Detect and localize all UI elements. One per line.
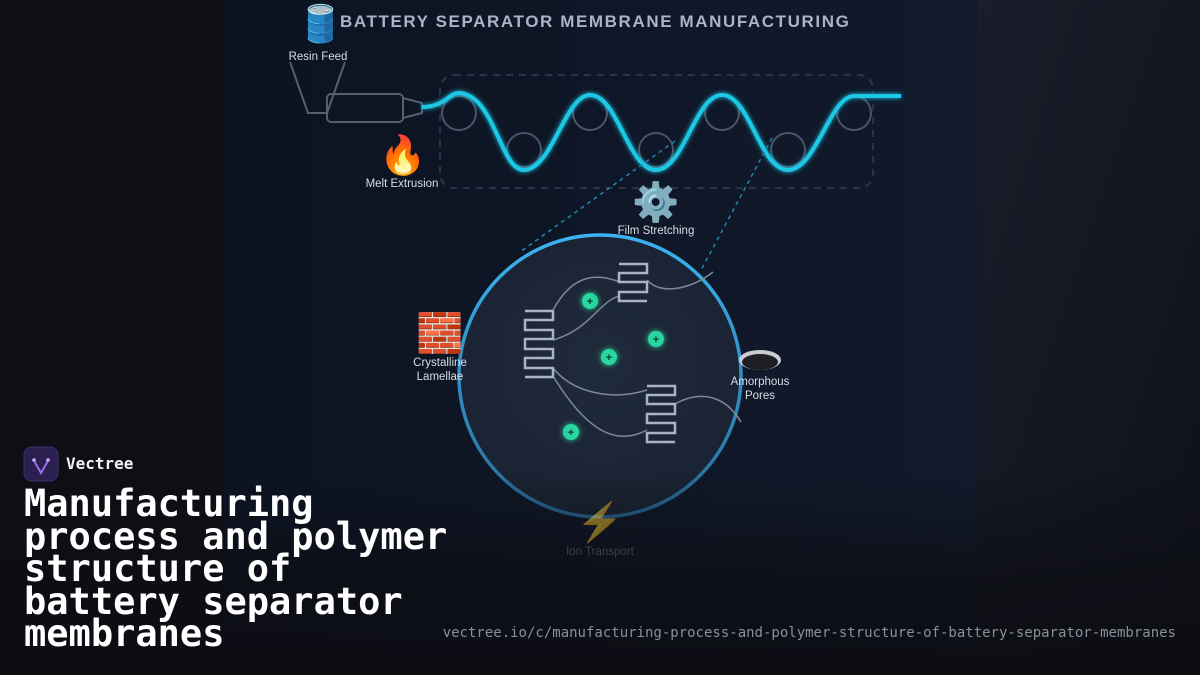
source-url[interactable]: vectree.io/c/manufacturing-process-and-p… (442, 625, 1176, 641)
tie-chain (552, 295, 621, 341)
lamella (617, 262, 649, 303)
ion-symbol: + (587, 296, 593, 308)
tie-chain (552, 367, 648, 396)
ion-symbol: + (653, 334, 659, 346)
zoom-line (699, 137, 773, 273)
lightning-icon: ⚡ (576, 502, 624, 544)
hole-icon (739, 350, 781, 370)
extruder-barrel (326, 93, 404, 123)
ion-symbol: + (606, 352, 612, 364)
resin-feed-label: Resin Feed (288, 51, 348, 63)
headline: Manufacturing process and polymer struct… (24, 482, 448, 655)
tie-chain (646, 271, 714, 290)
ion-transport-label: Ion Transport (566, 546, 634, 558)
fire-icon: 🔥 (379, 135, 427, 177)
stretching-frame (439, 74, 874, 189)
diagram-title: BATTERY SEPARATOR MEMBRANE MANUFACTURING (340, 12, 851, 31)
film-web (421, 91, 901, 173)
amorphous-pores-label: Amorphous Pores (730, 376, 790, 402)
hopper (289, 61, 346, 114)
gear-icon: ⚙️ (632, 182, 680, 224)
roller (441, 95, 477, 131)
lithium-ion: + (563, 424, 579, 440)
crystalline-lamellae-label: Crystalline Lamellae (413, 357, 467, 383)
vectree-logo-icon (23, 446, 59, 482)
lamella (523, 309, 555, 379)
tie-chain (552, 276, 621, 311)
ions: + + + + (563, 293, 664, 440)
bottom-fade (0, 470, 1200, 675)
lithium-ion: + (648, 331, 664, 347)
roller (638, 132, 674, 168)
roller (506, 132, 542, 168)
film-stretching-label: Film Stretching (617, 225, 695, 237)
brick-icon: 🧱 (416, 313, 464, 355)
tie-chain (674, 395, 742, 423)
melt-extrusion-label: Melt Extrusion (365, 178, 439, 190)
lithium-ion: + (601, 349, 617, 365)
ion-symbol: + (568, 427, 574, 439)
tie-chain (552, 375, 648, 437)
roller (770, 132, 806, 168)
brand-name: Vectree (66, 454, 134, 473)
lamella (645, 384, 677, 444)
lamellae (523, 262, 677, 444)
oil-drum-icon: 🛢️ (298, 3, 343, 44)
lithium-ion: + (582, 293, 598, 309)
amorphous-chains (552, 271, 742, 437)
